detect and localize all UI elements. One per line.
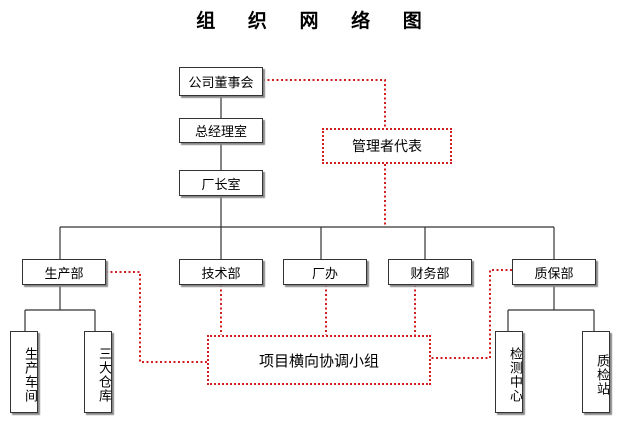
node-inspection-center: 检测中心 bbox=[495, 331, 523, 413]
node-qc-station: 质检站 bbox=[582, 331, 610, 413]
node-coordination-group: 项目横向协调小组 bbox=[207, 335, 431, 385]
node-gm-office: 总经理室 bbox=[179, 118, 263, 143]
page-title: 组 织 网 络 图 bbox=[196, 10, 435, 32]
node-quality-dept: 质保部 bbox=[512, 259, 596, 285]
node-tech-dept: 技术部 bbox=[179, 259, 263, 285]
node-management-representative: 管理者代表 bbox=[322, 128, 452, 164]
node-board: 公司董事会 bbox=[179, 67, 263, 96]
node-three-warehouses: 三大仓库 bbox=[84, 331, 112, 413]
node-factory-office: 厂长室 bbox=[179, 170, 263, 196]
node-production-dept: 生产部 bbox=[22, 259, 106, 285]
node-production-workshop: 生产车间 bbox=[10, 331, 38, 413]
node-finance-dept: 财务部 bbox=[388, 259, 472, 285]
node-factory-admin: 厂办 bbox=[283, 259, 367, 285]
